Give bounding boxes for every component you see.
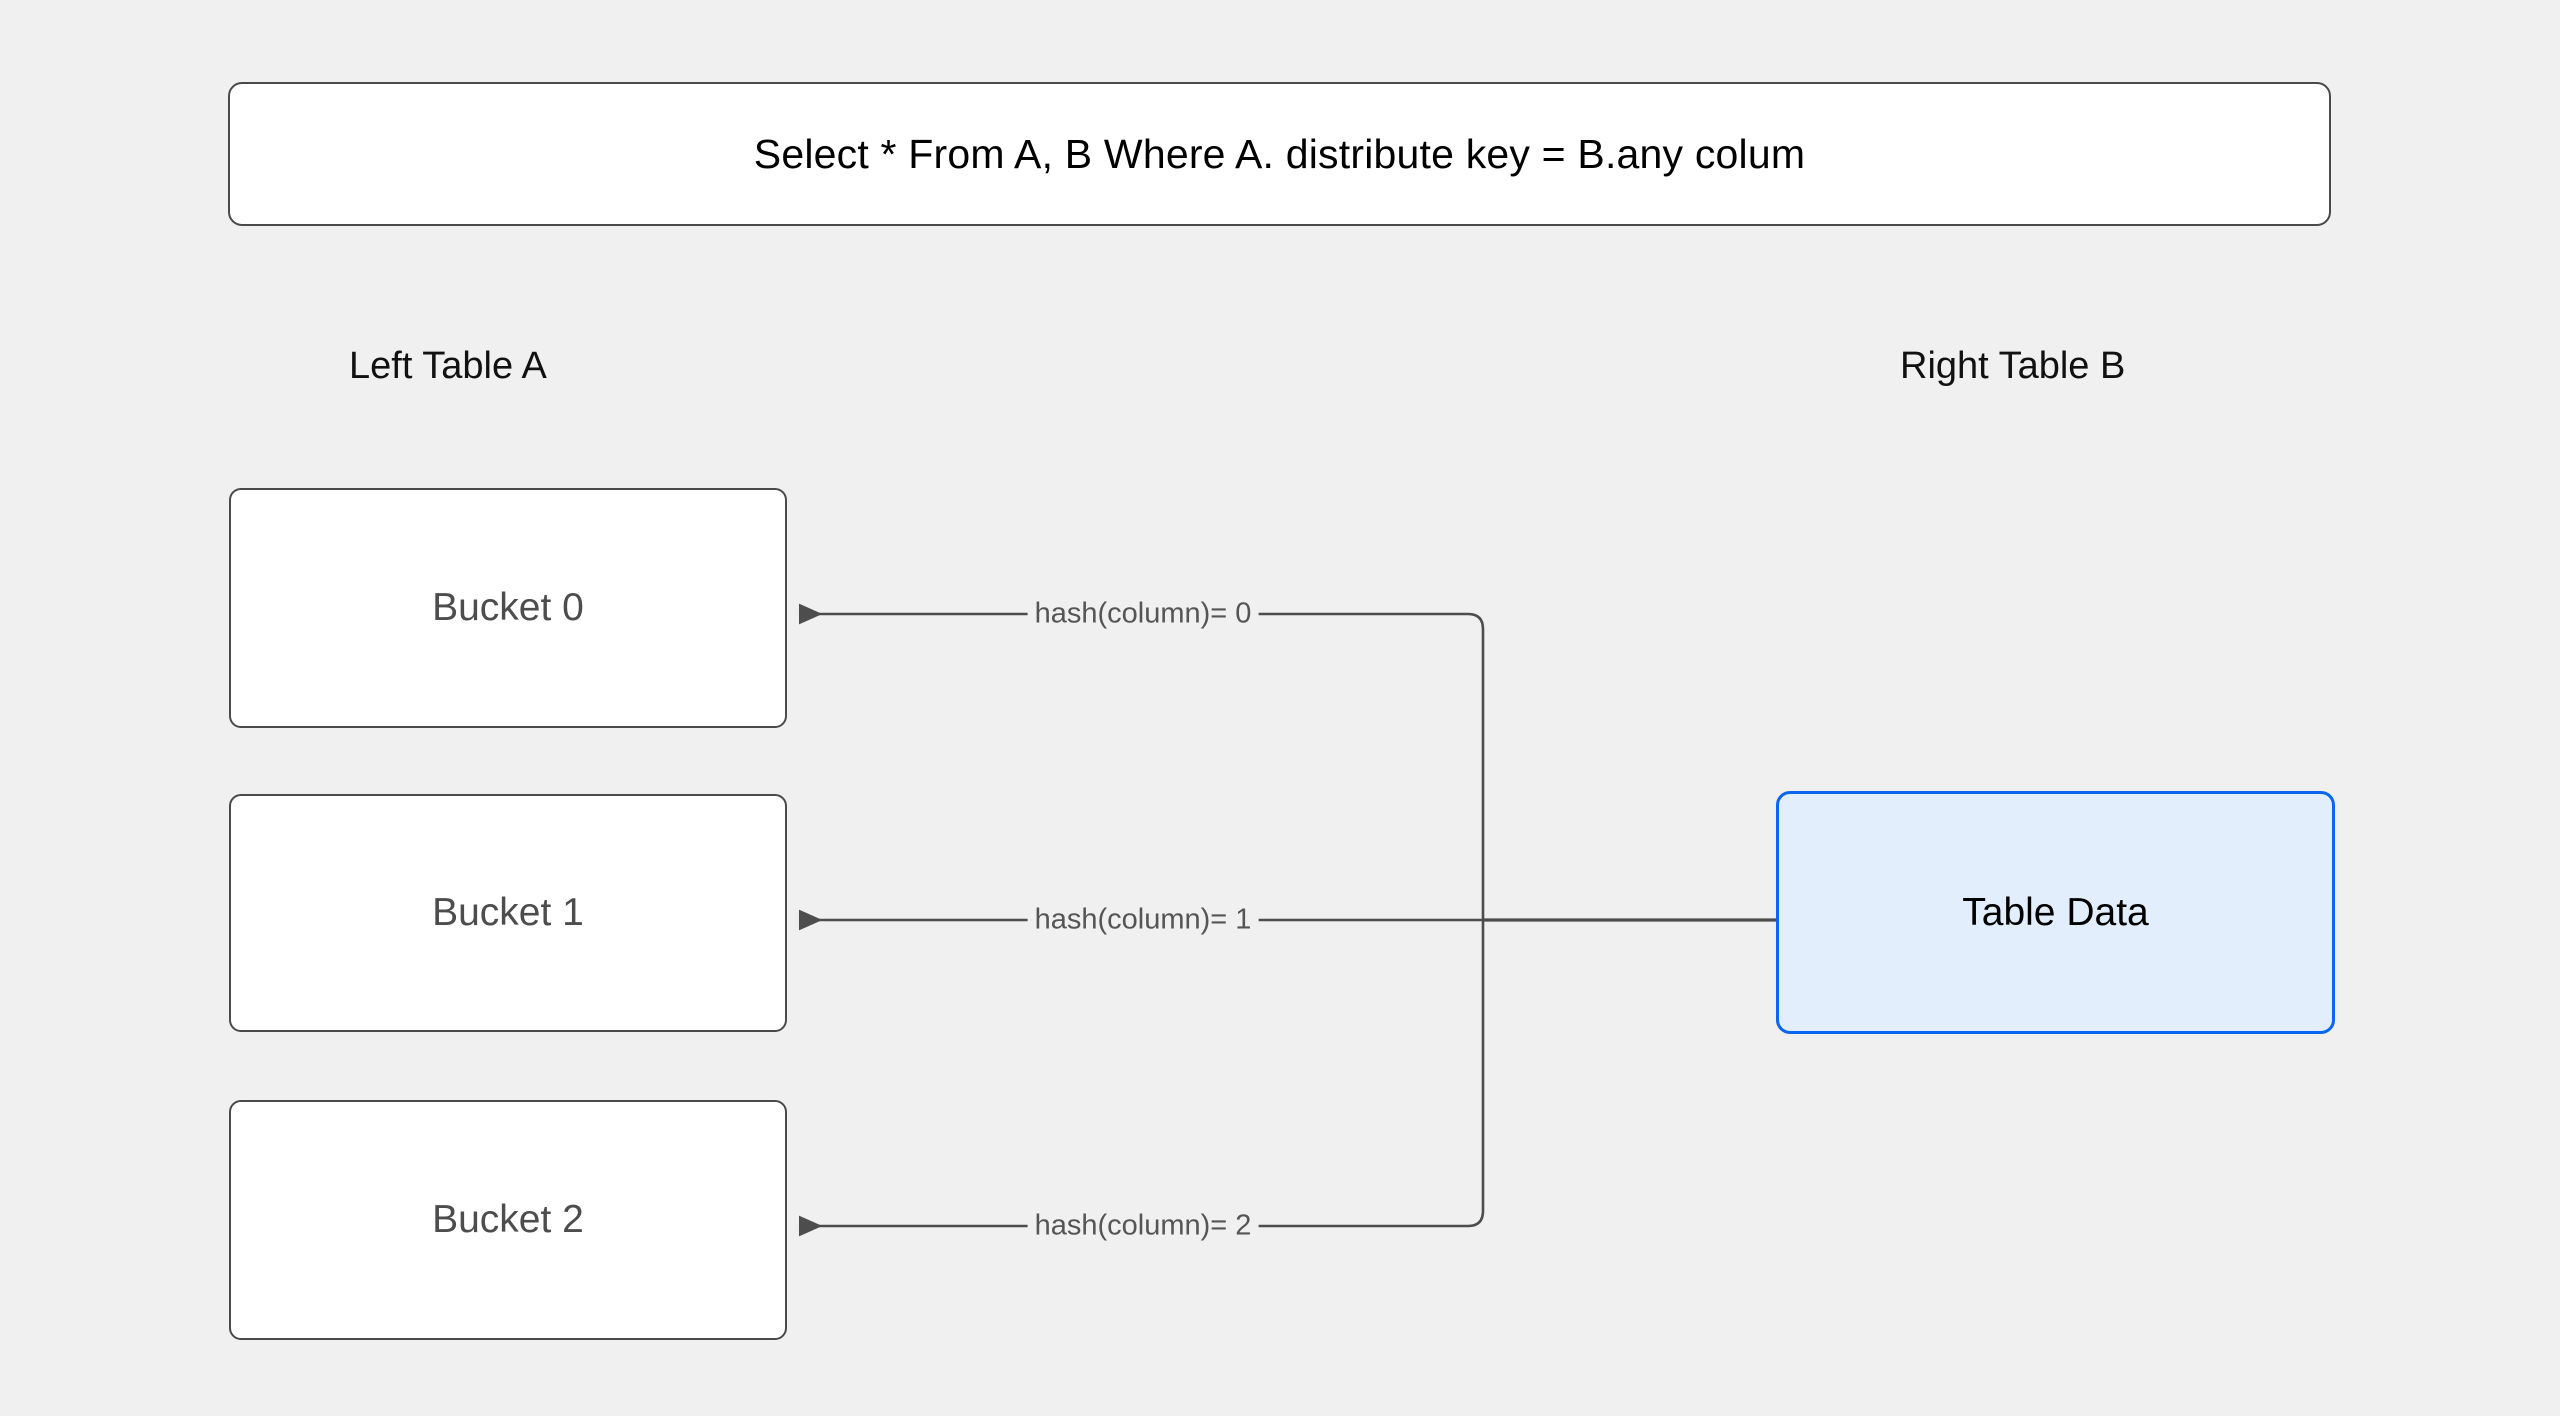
connector-bucket-0 xyxy=(798,603,1485,920)
table-data-node[interactable]: Table Data xyxy=(1776,791,2335,1034)
bucket-node-2[interactable]: Bucket 2 xyxy=(229,1100,787,1340)
sql-query-text: Select * From A, B Where A. distribute k… xyxy=(753,130,1806,177)
sql-query-box[interactable]: Select * From A, B Where A. distribute k… xyxy=(228,82,2331,226)
connector-bucket-2 xyxy=(798,920,1485,1237)
left-table-heading: Left Table A xyxy=(349,345,547,387)
bucket-node-2-label: Bucket 2 xyxy=(432,1198,584,1241)
bucket-node-1-label: Bucket 1 xyxy=(432,891,584,934)
bucket-node-1[interactable]: Bucket 1 xyxy=(229,794,787,1032)
bucket-node-0[interactable]: Bucket 0 xyxy=(229,488,787,728)
edge-label-hash-1: hash(column)= 1 xyxy=(1027,903,1259,937)
bucket-node-0-label: Bucket 0 xyxy=(432,586,584,629)
edge-label-hash-2: hash(column)= 2 xyxy=(1027,1209,1259,1243)
right-table-heading: Right Table B xyxy=(1900,345,2126,387)
edge-label-hash-0: hash(column)= 0 xyxy=(1027,597,1259,631)
table-data-node-label: Table Data xyxy=(1962,890,2149,934)
